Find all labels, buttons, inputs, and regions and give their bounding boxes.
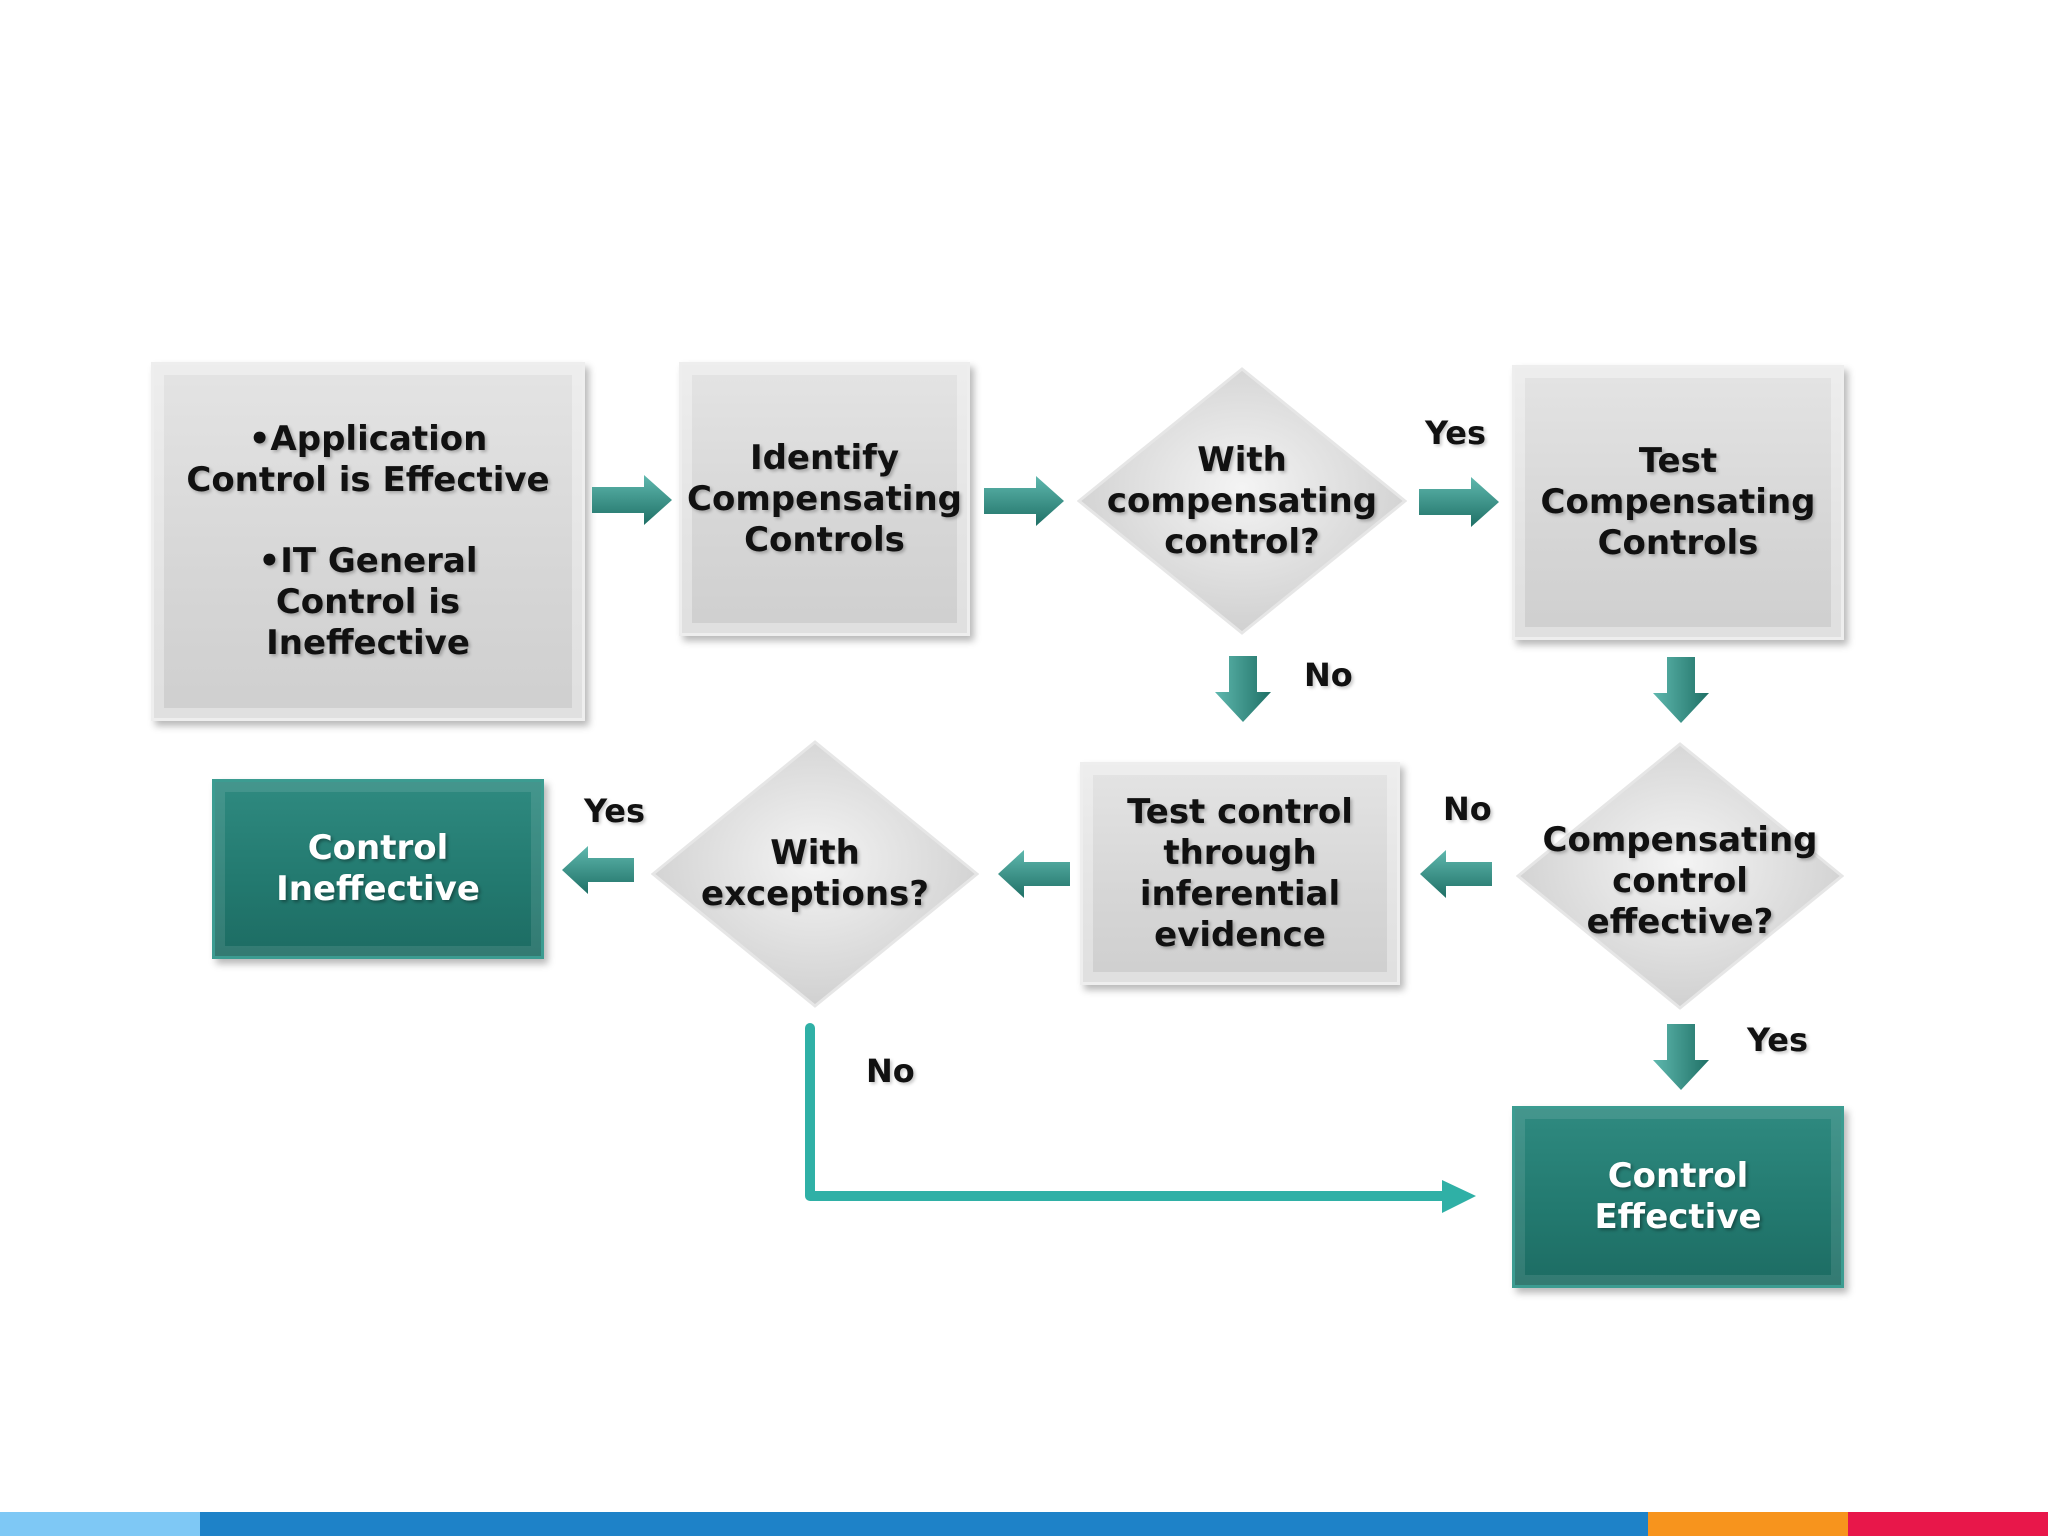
arrow-down-icon bbox=[1653, 1024, 1709, 1090]
test-control-inferential-evidence-text: Test control through inferential evidenc… bbox=[1127, 791, 1353, 955]
application-control-effective-text: •Application Control is Effective bbox=[186, 419, 550, 500]
decision-diamond-shape bbox=[1077, 367, 1407, 635]
no-label: No bbox=[866, 1052, 915, 1090]
test-control-inferential-evidence-box: Test control through inferential evidenc… bbox=[1080, 762, 1400, 985]
start-conditions-box: •Application Control is Effective •IT Ge… bbox=[151, 362, 585, 721]
yes-label: Yes bbox=[1747, 1021, 1808, 1059]
compensating-control-effective-text: Compensating control effective? bbox=[1542, 819, 1818, 942]
test-compensating-controls-box: Test Compensating Controls bbox=[1512, 365, 1844, 640]
arrow-left-icon bbox=[562, 846, 634, 894]
arrow-down-icon bbox=[1215, 656, 1271, 722]
no-label: No bbox=[1304, 656, 1353, 694]
control-ineffective-text: Control Ineffective bbox=[276, 828, 480, 909]
footer-bar-segment bbox=[1648, 1512, 1848, 1536]
identify-compensating-controls-box: Identify Compensating Controls bbox=[679, 362, 970, 636]
with-exceptions-text: With exceptions? bbox=[701, 833, 929, 914]
arrow-left-icon bbox=[998, 850, 1070, 898]
arrow-right-icon bbox=[592, 475, 672, 525]
arrow-down-icon bbox=[1653, 657, 1709, 723]
control-effective-text: Control Effective bbox=[1594, 1156, 1762, 1237]
arrow-right-icon bbox=[1419, 477, 1499, 527]
arrow-left-icon bbox=[1420, 850, 1492, 898]
footer-bar-segment bbox=[0, 1512, 200, 1536]
yes-label: Yes bbox=[584, 792, 645, 830]
compensating-control-effective-decision: Compensating control effective? bbox=[1516, 742, 1844, 1010]
control-effective-box: Control Effective bbox=[1512, 1106, 1844, 1288]
control-ineffective-box: Control Ineffective bbox=[212, 779, 544, 959]
arrow-right-icon bbox=[984, 476, 1064, 526]
footer-bar-segment bbox=[1848, 1512, 2048, 1536]
it-general-control-ineffective-text: •IT General Control is Ineffective bbox=[258, 541, 478, 663]
no-label: No bbox=[1443, 790, 1492, 828]
decision-diamond-shape bbox=[651, 740, 979, 1008]
with-exceptions-decision: With exceptions? bbox=[651, 740, 979, 1008]
with-compensating-control-decision: With compensating control? bbox=[1077, 367, 1407, 635]
decision-diamond-shape bbox=[1516, 742, 1844, 1010]
footer-bar-segment bbox=[200, 1512, 1648, 1536]
elbow-connector-arrow bbox=[805, 1023, 1476, 1213]
test-compensating-controls-text: Test Compensating Controls bbox=[1540, 441, 1816, 563]
yes-label: Yes bbox=[1425, 414, 1486, 452]
with-compensating-control-text: With compensating control? bbox=[1106, 439, 1378, 562]
identify-compensating-controls-text: Identify Compensating Controls bbox=[687, 437, 962, 560]
